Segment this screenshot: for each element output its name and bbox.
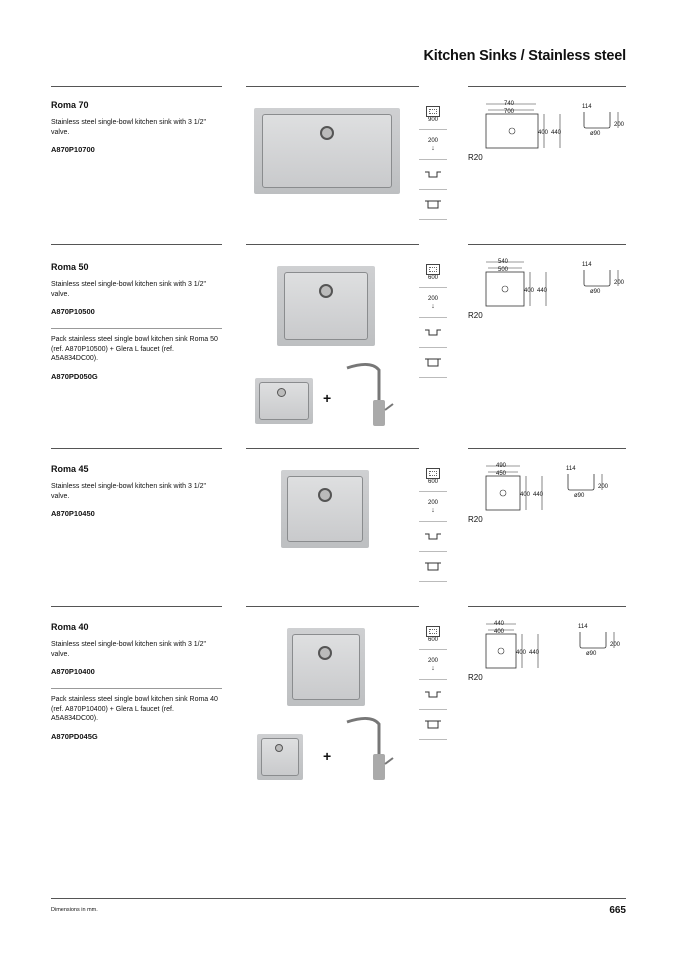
cabinet-icon: 600 [419, 620, 447, 650]
divider [468, 606, 626, 607]
sink-image [281, 470, 369, 548]
product-section-roma-50: Roma 50 Stainless steel single-bowl kitc… [51, 244, 626, 444]
product-info: Roma 40 Stainless steel single-bowl kitc… [51, 622, 222, 741]
depth-icon: 200↓ [419, 288, 447, 318]
depth-icon: 200↓ [419, 650, 447, 680]
product-name: Roma 40 [51, 622, 89, 632]
product-name: Roma 45 [51, 464, 89, 474]
product-section-roma-40: Roma 40 Stainless steel single-bowl kitc… [51, 606, 626, 806]
divider [51, 448, 222, 449]
divider [51, 688, 222, 690]
product-ref: A870P10400 [51, 667, 95, 677]
product-section-roma-70: Roma 70 Stainless steel single-bowl kitc… [51, 86, 626, 236]
product-description: Stainless steel single-bowl kitchen sink… [51, 641, 207, 658]
undermount-icon [419, 680, 447, 710]
technical-drawing: 740 700 400 440 114 200 ø90 R20 [468, 101, 625, 162]
cabinet-icon: 600 [419, 462, 447, 492]
product-ref: A870P10500 [51, 307, 95, 317]
technical-drawing: 440 400 400 440 114 200 ø90 R20 [468, 621, 621, 682]
page-title: Kitchen Sinks / Stainless steel [423, 48, 626, 64]
divider [51, 244, 222, 245]
product-description: Stainless steel single-bowl kitchen sink… [51, 281, 207, 298]
feature-icons: 600 200↓ [419, 462, 447, 582]
product-name: Roma 50 [51, 262, 89, 272]
divider [246, 448, 419, 449]
sink-image [287, 628, 365, 706]
feature-icons: 900 200↓ [419, 100, 447, 220]
divider [246, 606, 419, 607]
product-ref: A870P10450 [51, 509, 95, 519]
sink-image [277, 266, 375, 346]
pack-sink-image [255, 378, 313, 424]
undermount-icon [419, 160, 447, 190]
divider [51, 606, 222, 607]
divider [246, 86, 419, 87]
flush-mount-icon [419, 552, 447, 582]
depth-icon: 200↓ [419, 130, 447, 160]
technical-drawing: 490 450 400 440 114 200 ø90 R20 [468, 463, 609, 524]
technical-drawing: 540 500 400 440 114 200 ø90 R20 [468, 259, 625, 320]
product-section-roma-45: Roma 45 Stainless steel single-bowl kitc… [51, 448, 626, 598]
plus-sign: + [323, 748, 332, 764]
faucet-image [346, 363, 394, 426]
pack-ref: A870PD050G [51, 371, 98, 381]
divider [468, 244, 626, 245]
product-info: Roma 70 Stainless steel single-bowl kitc… [51, 100, 222, 154]
depth-icon: 200↓ [419, 492, 447, 522]
flush-mount-icon [419, 190, 447, 220]
cabinet-icon: 600 [419, 258, 447, 288]
feature-icons: 600 200↓ [419, 258, 447, 378]
divider [468, 448, 626, 449]
pack-ref: A870PD045G [51, 731, 98, 741]
pack-description: Pack stainless steel single bowl kitchen… [51, 336, 218, 363]
footer-divider [51, 898, 626, 899]
plus-sign: + [323, 390, 332, 406]
sink-image [254, 108, 400, 194]
flush-mount-icon [419, 710, 447, 740]
cabinet-icon: 900 [419, 100, 447, 130]
product-info: Roma 50 Stainless steel single-bowl kitc… [51, 262, 222, 381]
product-name: Roma 70 [51, 100, 89, 110]
pack-description: Pack stainless steel single bowl kitchen… [51, 696, 218, 723]
undermount-icon [419, 522, 447, 552]
page-number: 665 [609, 905, 626, 916]
product-ref: A870P10700 [51, 145, 95, 155]
feature-icons: 600 200↓ [419, 620, 447, 740]
product-info: Roma 45 Stainless steel single-bowl kitc… [51, 464, 222, 518]
divider [51, 86, 222, 87]
product-description: Stainless steel single-bowl kitchen sink… [51, 483, 207, 500]
undermount-icon [419, 318, 447, 348]
divider [468, 86, 626, 87]
divider [246, 244, 419, 245]
flush-mount-icon [419, 348, 447, 378]
divider [51, 328, 222, 330]
faucet-image [346, 717, 394, 780]
footer-note: Dimensions in mm. [51, 907, 98, 913]
product-description: Stainless steel single-bowl kitchen sink… [51, 119, 207, 136]
pack-sink-image [257, 734, 303, 780]
